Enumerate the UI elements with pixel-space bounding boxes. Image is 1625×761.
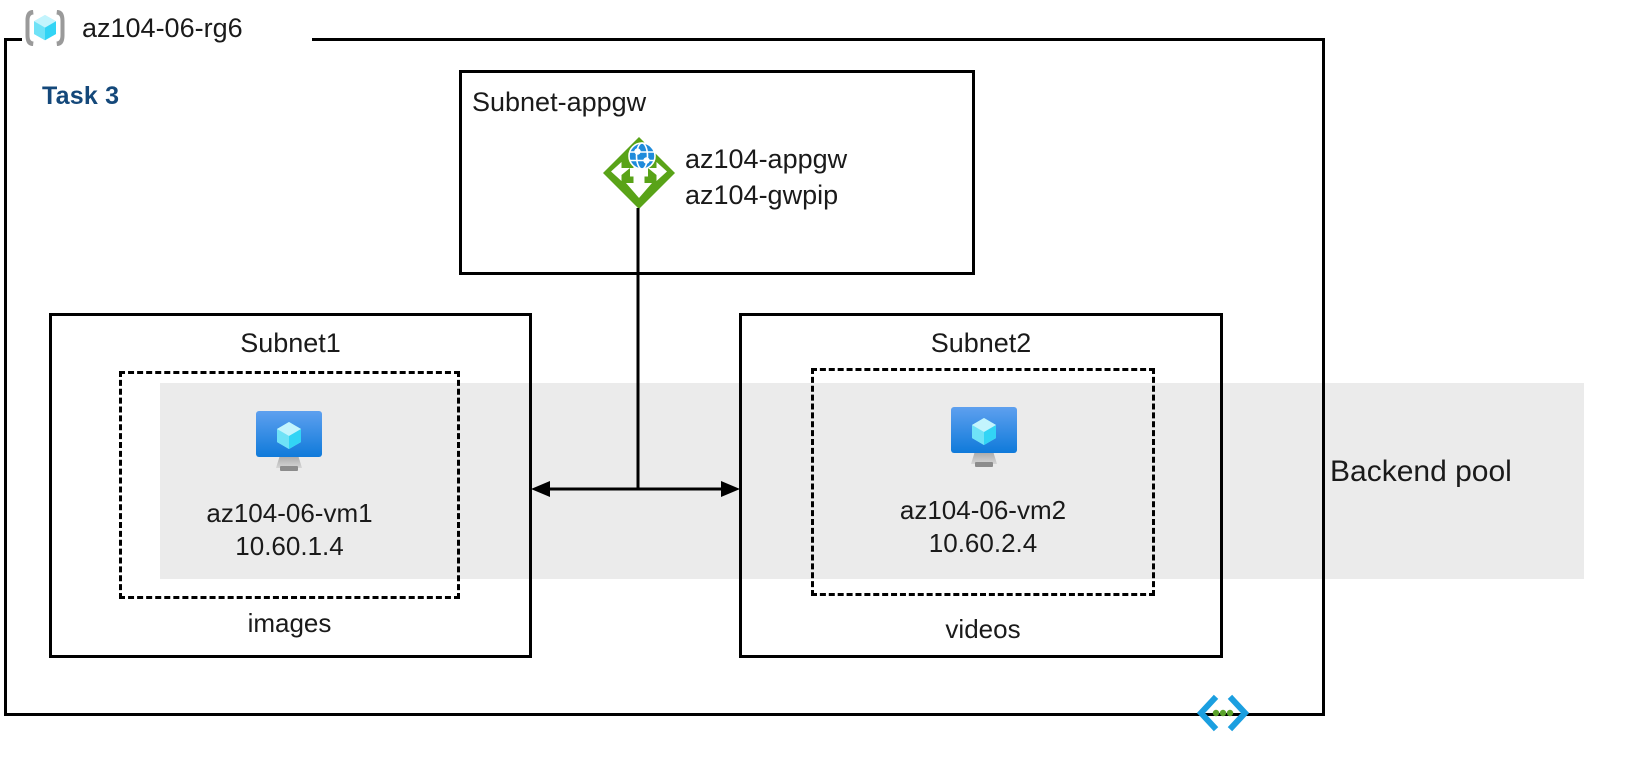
subnet2-title: Subnet2 (930, 328, 1032, 358)
appgw-pip-name: az104-gwpip (685, 179, 839, 210)
vm2-ip: 10.60.2.4 (928, 528, 1038, 559)
application-gateway-labels: az104-appgw az104-gwpip (685, 142, 847, 214)
subnet-appgw-title: Subnet-appgw (472, 87, 647, 117)
vm1-name: az104-06-vm1 (206, 498, 373, 528)
backend-pool-band (160, 383, 1584, 579)
appgw-name: az104-appgw (685, 144, 848, 174)
subnet-appgw-box (459, 70, 975, 275)
subnet2-box (739, 313, 1223, 658)
subnet2-group-caption: videos (945, 614, 1021, 644)
code-brackets-icon (1196, 693, 1250, 733)
subnet1-group-caption: images (247, 608, 332, 638)
virtual-machine-icon (945, 404, 1023, 470)
subnet1-box (49, 313, 532, 658)
azure-resource-group-icon (22, 7, 68, 49)
vm2-name: az104-06-vm2 (899, 495, 1067, 525)
subnet1-vm-labels: az104-06-vm1 10.60.1.4 (119, 497, 460, 564)
backend-pool-label: Backend pool (1330, 455, 1512, 488)
resource-group-title: az104-06-rg6 (22, 4, 243, 52)
resource-group-name: az104-06-rg6 (82, 12, 243, 43)
subnet2-vm-group (811, 368, 1155, 596)
task-heading: Task 3 (42, 82, 120, 110)
application-gateway-icon (602, 136, 676, 210)
subnet2-vm-labels: az104-06-vm2 10.60.2.4 (811, 494, 1155, 561)
vm1-ip: 10.60.1.4 (235, 531, 344, 562)
resource-group-title-notch (22, 28, 312, 50)
virtual-machine-icon (250, 408, 328, 474)
subnet1-title: Subnet1 (240, 328, 341, 358)
resource-group-frame (4, 38, 1325, 716)
subnet1-vm-group (119, 371, 460, 599)
